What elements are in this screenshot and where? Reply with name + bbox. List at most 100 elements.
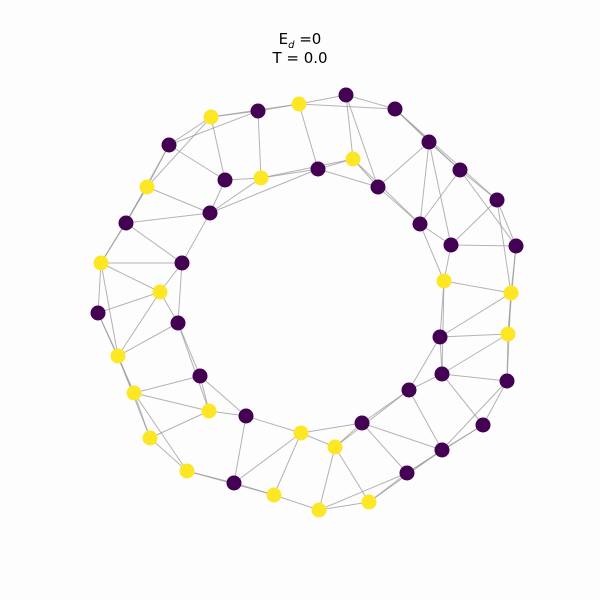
graph-edge	[273, 432, 302, 496]
graph-edge	[177, 262, 183, 324]
graph-edge	[318, 472, 408, 511]
graph-edge	[260, 158, 354, 179]
graph-edge	[441, 380, 508, 451]
graph-edge	[352, 158, 421, 225]
graph-edge	[273, 494, 320, 511]
graph-edge	[125, 212, 211, 224]
graph-node-yellow	[142, 430, 158, 446]
graph-node-yellow	[93, 255, 109, 271]
graph-edge	[441, 333, 509, 375]
graph-edge	[133, 392, 188, 472]
graph-edge	[199, 375, 247, 417]
graph-edge	[149, 437, 188, 472]
graph-edge	[345, 94, 379, 188]
graph-edge	[450, 199, 498, 246]
graph-edge	[117, 322, 179, 357]
graph-edge	[100, 262, 161, 293]
graph-node-purple	[192, 368, 208, 384]
graph-node-yellow	[266, 487, 282, 503]
graph-node-yellow	[126, 385, 142, 401]
graph-edge	[177, 322, 201, 377]
graph-edge	[298, 94, 347, 105]
graph-edge	[334, 446, 370, 503]
graph-edge	[441, 280, 445, 375]
graph-edge	[100, 222, 127, 264]
graph-edge	[408, 389, 443, 451]
graph-edge	[368, 472, 408, 503]
graph-edge	[181, 212, 211, 264]
graph-edge	[245, 415, 302, 434]
graph-edge	[439, 333, 509, 338]
graph-edge	[345, 94, 396, 110]
graph-edge	[317, 168, 379, 188]
graph-node-purple	[432, 329, 448, 345]
graph-node-yellow	[503, 285, 519, 301]
graph-node-purple	[370, 179, 386, 195]
graph-edge	[428, 141, 452, 246]
graph-node-yellow	[110, 348, 126, 364]
graph-node-yellow	[253, 170, 269, 186]
graph-edge	[496, 199, 512, 294]
graph-node-purple	[387, 101, 403, 117]
node-layer	[90, 87, 524, 518]
graph-edge	[496, 199, 517, 247]
graph-node-purple	[90, 305, 106, 321]
edge-layer	[97, 94, 517, 511]
graph-node-purple	[238, 408, 254, 424]
graph-edge	[408, 336, 441, 391]
graph-edge	[210, 110, 259, 118]
graph-edge	[482, 380, 508, 426]
graph-edge	[233, 432, 302, 484]
graph-edge	[506, 333, 509, 382]
graph-node-purple	[354, 415, 370, 431]
title-energy: Ed =0	[0, 30, 600, 55]
graph-edge	[209, 177, 262, 214]
graph-edge	[146, 116, 212, 188]
graph-edge	[133, 392, 210, 412]
graph-node-purple	[217, 172, 233, 188]
graph-node-purple	[499, 373, 515, 389]
graph-node-purple	[508, 238, 524, 254]
graph-edge	[298, 103, 319, 170]
graph-edge	[177, 322, 210, 412]
graph-edge	[419, 169, 461, 225]
graph-edge	[209, 168, 319, 214]
graph-edge	[149, 410, 210, 439]
graph-edge	[117, 291, 161, 357]
graph-node-purple	[443, 237, 459, 253]
graph-node-purple	[412, 216, 428, 232]
graph-node-purple	[310, 161, 326, 177]
graph-node-purple	[489, 192, 505, 208]
graph-edge	[419, 141, 430, 225]
graph-edge	[133, 392, 151, 439]
graph-node-purple	[434, 442, 450, 458]
graph-node-yellow	[179, 463, 195, 479]
graph-node-purple	[401, 382, 417, 398]
graph-node-yellow	[203, 109, 219, 125]
graph-edge	[97, 262, 102, 314]
graph-edge	[257, 110, 262, 179]
graph-edge	[168, 144, 226, 181]
graph-node-yellow	[361, 494, 377, 510]
graph-edge	[298, 103, 396, 110]
graph-edge	[168, 116, 212, 146]
graph-node-yellow	[139, 179, 155, 195]
graph-edge	[210, 116, 226, 181]
graph-edge	[361, 422, 443, 451]
graph-edge	[394, 108, 498, 201]
title-temperature: T = 0.0	[272, 49, 328, 67]
graph-node-purple	[174, 255, 190, 271]
graph-edge	[334, 389, 410, 448]
graph-edge	[459, 169, 498, 201]
graph-edge	[125, 222, 183, 264]
graph-node-purple	[161, 137, 177, 153]
graph-edge	[318, 446, 336, 511]
graph-node-yellow	[152, 284, 168, 300]
graph-node-purple	[338, 87, 354, 103]
graph-edge	[441, 373, 484, 426]
graph-edge	[361, 422, 408, 474]
graph-node-purple	[202, 205, 218, 221]
graph-edge	[441, 373, 508, 382]
graph-edge	[300, 422, 363, 434]
